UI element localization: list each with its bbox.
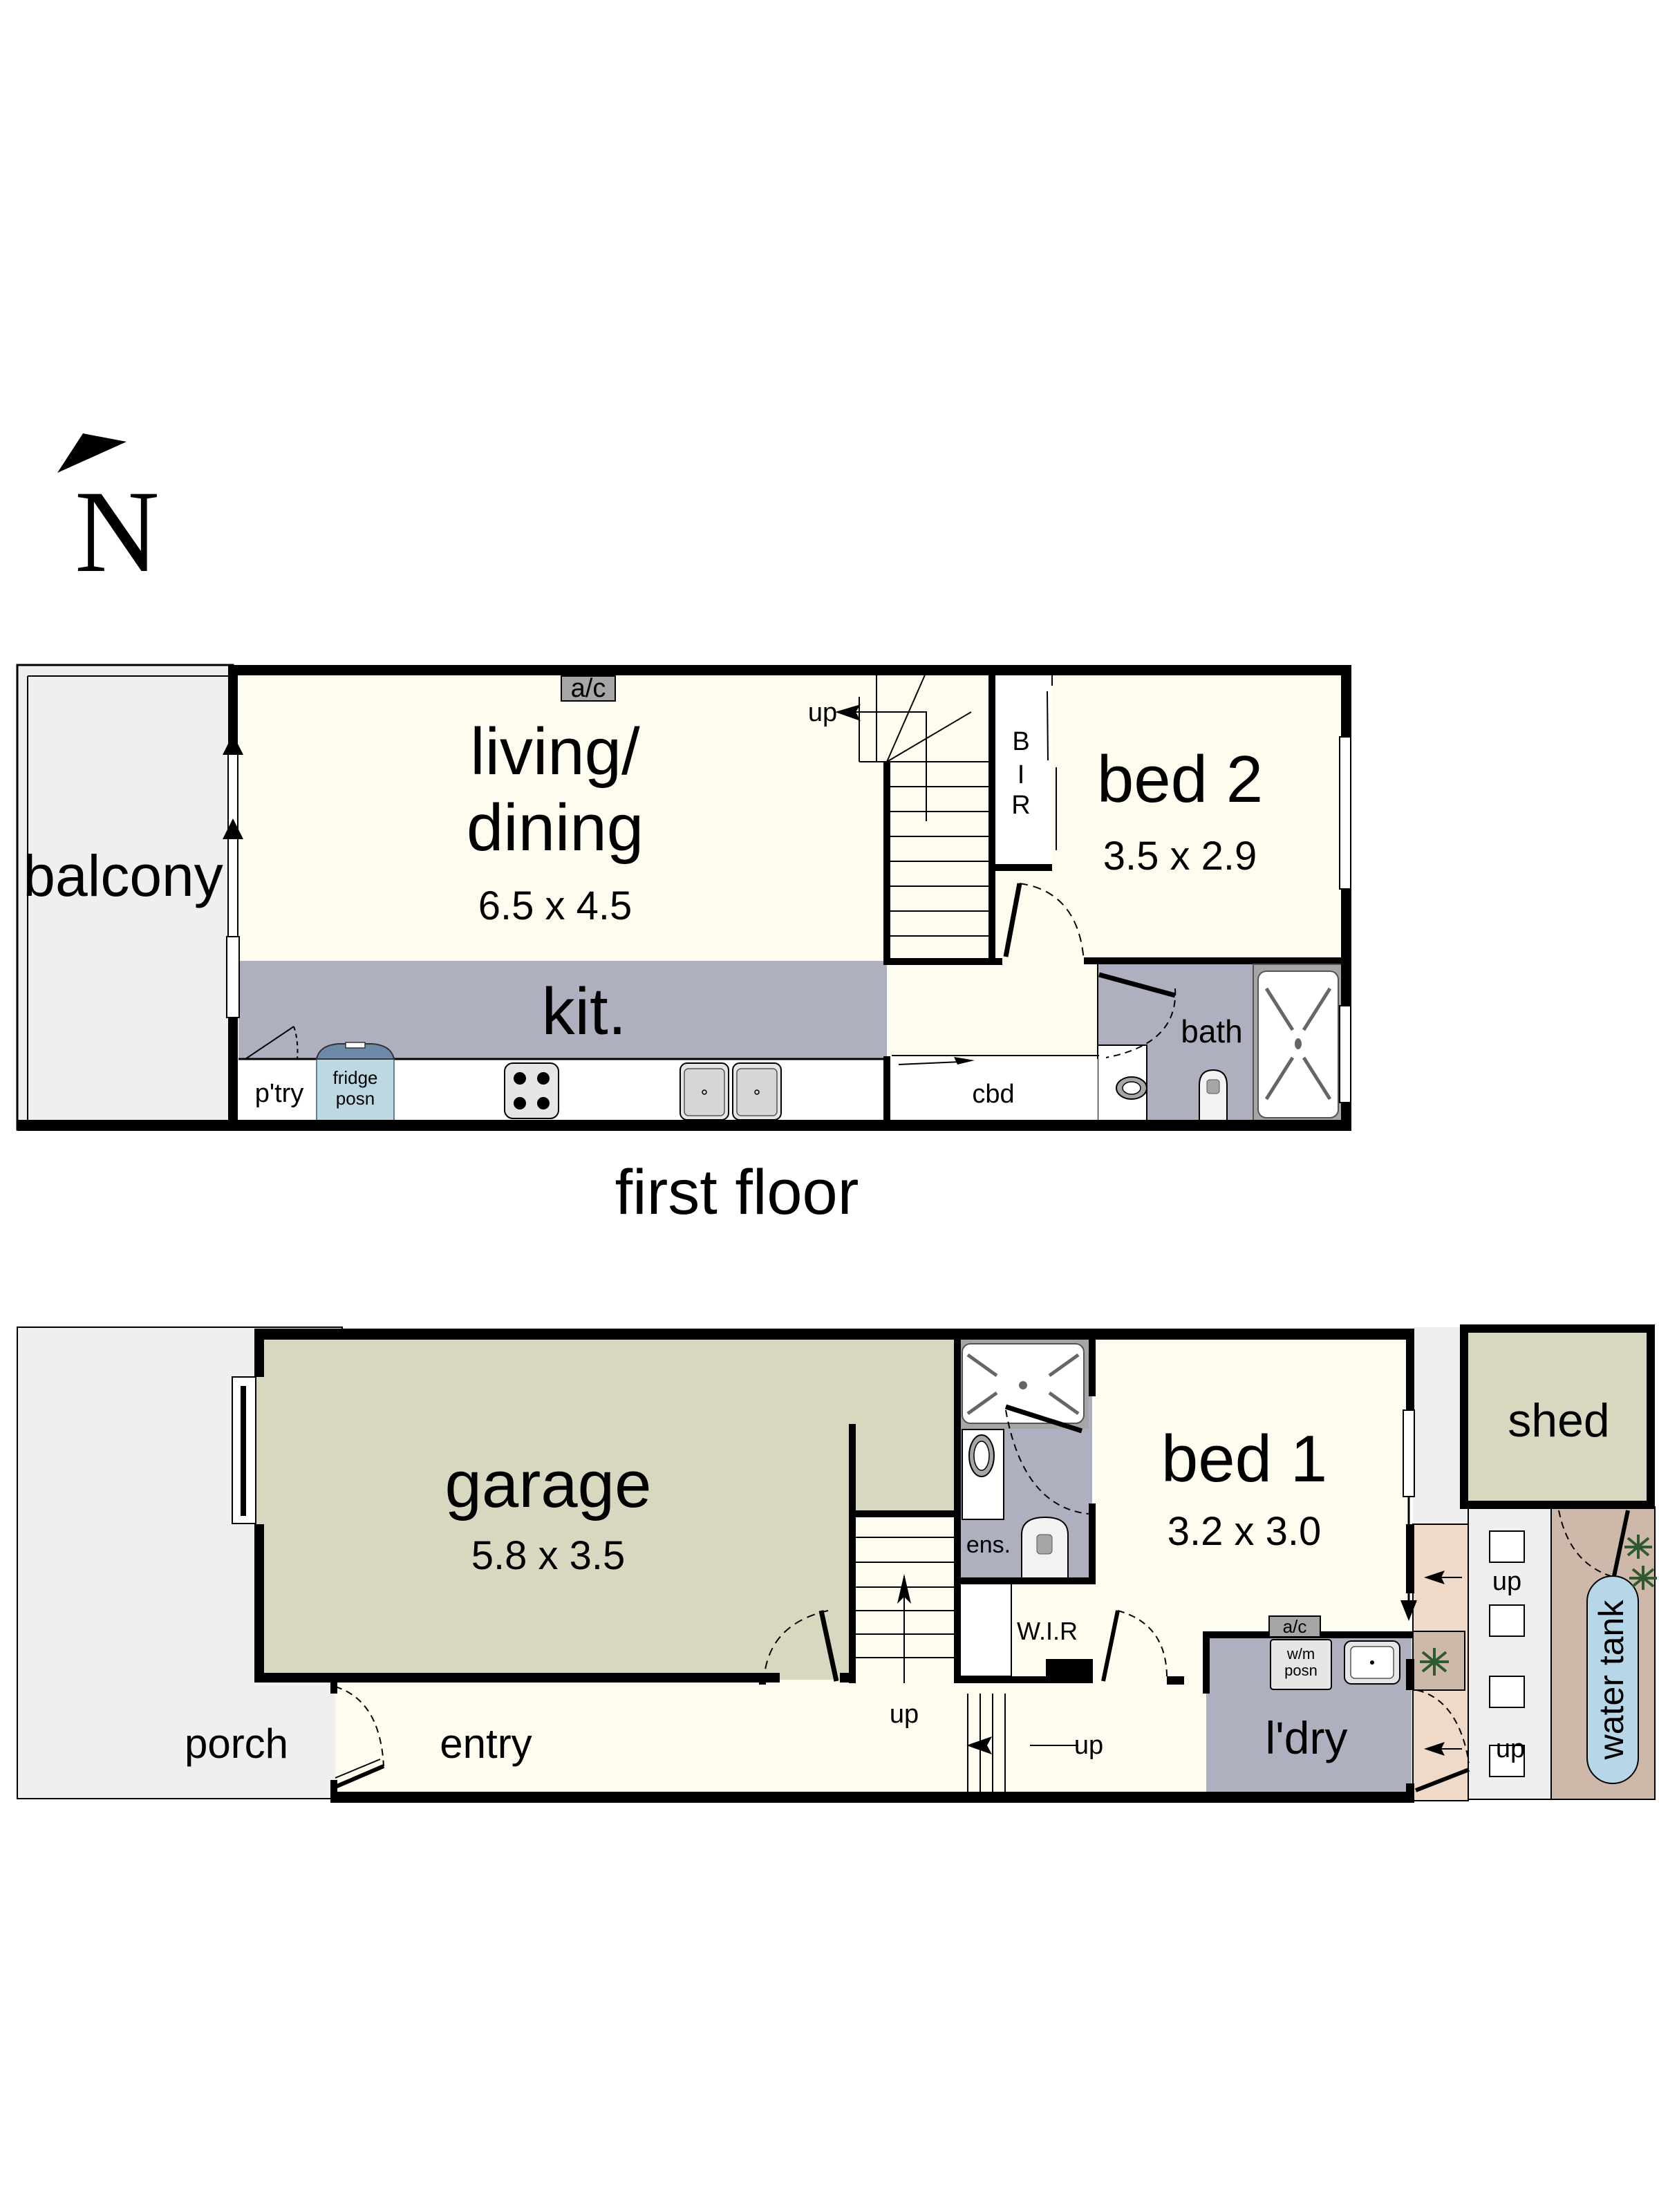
ensuite-label: ens. — [966, 1532, 1011, 1558]
water-tank-label: water tank — [1592, 1600, 1631, 1761]
garage-area — [254, 1334, 955, 1680]
ground-staircase[interactable]: up up — [849, 1424, 1103, 1794]
cooktop-icon — [504, 1062, 559, 1119]
north-arrow-icon: N — [57, 433, 160, 597]
garage-label: garage — [445, 1447, 652, 1521]
cbd-label: cbd — [972, 1080, 1014, 1109]
ground-stairs-up-label: up — [890, 1700, 919, 1729]
ac-unit — [561, 675, 616, 702]
basin-icon — [1116, 1076, 1147, 1100]
first-floor-plan: a/c up B — [16, 664, 1351, 1228]
laundry-tub-icon — [1344, 1640, 1400, 1685]
ground-floor-plan: up up — [17, 1324, 1657, 1803]
wm-label-line2: posn — [1284, 1662, 1318, 1679]
plant-icon — [1420, 1535, 1657, 1676]
staircase[interactable]: up — [808, 671, 1002, 965]
ensuite-shower-icon — [962, 1343, 1085, 1424]
bir-robe — [993, 672, 1052, 868]
hall-up-label: up — [1074, 1731, 1103, 1760]
entry-area — [335, 1676, 1210, 1792]
shed-area — [1460, 1324, 1655, 1509]
shed-label: shed — [1508, 1394, 1609, 1447]
garage-dims: 5.8 x 3.5 — [471, 1533, 625, 1578]
kitchen-label: kit. — [542, 975, 627, 1049]
pantry-label: p'try — [255, 1079, 304, 1108]
wir-label: W.I.R — [1017, 1617, 1078, 1645]
washing-machine-icon: w/m posn — [1270, 1639, 1332, 1690]
ensuite-toilet-icon — [1021, 1516, 1069, 1580]
side-up-label-1: up — [1492, 1567, 1521, 1596]
first-floor-caption: first floor — [615, 1157, 859, 1228]
ac-label: a/c — [571, 674, 606, 703]
porch-label: porch — [185, 1721, 288, 1767]
living-dims: 6.5 x 4.5 — [478, 883, 632, 928]
bed2-dims: 3.5 x 2.9 — [1103, 834, 1257, 879]
ensuite-basin-icon — [968, 1434, 995, 1477]
fridge-position — [316, 1057, 395, 1123]
side-up-label-2: up — [1496, 1734, 1525, 1763]
bed1-area — [1096, 1339, 1410, 1678]
entry-label: entry — [440, 1721, 532, 1767]
toilet-icon — [1199, 1069, 1228, 1123]
compass-letter: N — [75, 467, 160, 597]
living-label-line1: living/ — [470, 715, 640, 789]
cbd-cupboard — [890, 1059, 1098, 1123]
wir-robe — [957, 1582, 1012, 1677]
living-label-line2: dining — [467, 791, 644, 865]
water-tank: water tank — [1586, 1575, 1639, 1784]
laundry-label: l'dry — [1266, 1712, 1348, 1763]
bath-label: bath — [1181, 1013, 1243, 1049]
fridge-label-line1: fridge — [332, 1067, 377, 1088]
laundry-ac-label: a/c — [1283, 1616, 1307, 1637]
wm-label-line1: w/m — [1286, 1645, 1315, 1662]
stairs-up-label: up — [808, 698, 837, 727]
balcony-label: balcony — [23, 843, 223, 908]
bir-label-b: B — [1012, 727, 1029, 756]
kitchen-sink-icon — [679, 1062, 782, 1121]
shower-icon — [1257, 971, 1339, 1118]
bed1-label: bed 1 — [1161, 1422, 1327, 1496]
living-dining-area — [238, 672, 1344, 969]
fridge-label-line2: posn — [336, 1088, 375, 1109]
bed1-dims: 3.2 x 3.0 — [1168, 1509, 1321, 1554]
bir-label-i: I — [1018, 760, 1025, 789]
bir-label-r: R — [1011, 791, 1030, 820]
bed2-label: bed 2 — [1097, 742, 1263, 816]
